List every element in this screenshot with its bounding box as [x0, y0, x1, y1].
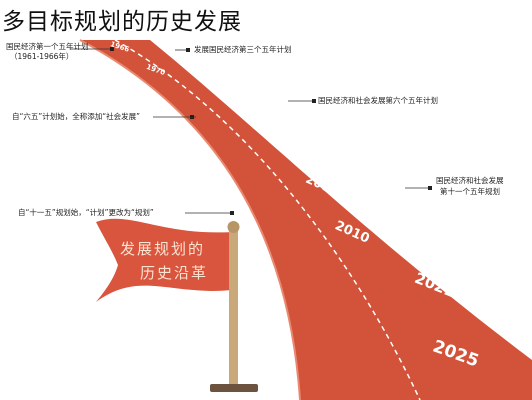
flag-text-line1: 发展规划的	[120, 240, 206, 258]
timeline-road-edge	[79, 39, 301, 400]
label-sixth-plan: 国民经济和社会发展第六个五年计划	[318, 96, 438, 105]
flag-pole-top	[227, 221, 240, 233]
label-eleventh-plan-line2: 第十一个五年规划	[440, 187, 500, 196]
flag-banner	[96, 218, 232, 302]
label-eleventh-plan-line1: 国民经济和社会发展	[436, 176, 504, 185]
label-eleventh-plan-naming: 自“十一五”规划始，“计划”更改为“规划”	[18, 208, 154, 217]
leader-dots	[110, 47, 432, 215]
label-first-plan-years: （1961-1966年）	[10, 52, 74, 61]
flag-pole-base	[210, 384, 258, 392]
leader-lines	[70, 48, 430, 214]
page-title: 多目标规划的历史发展	[2, 2, 246, 38]
label-sixth-plan-naming: 自“六五”计划始，全称添加“社会发展”	[12, 112, 141, 121]
flag-pole	[229, 226, 238, 388]
timeline-road	[80, 40, 532, 400]
label-first-plan: 国民经济第一个五年计划	[6, 42, 89, 51]
label-third-plan: 发展国民经济第三个五年计划	[194, 45, 292, 54]
flag-text-line2: 历史沿革	[140, 264, 209, 282]
